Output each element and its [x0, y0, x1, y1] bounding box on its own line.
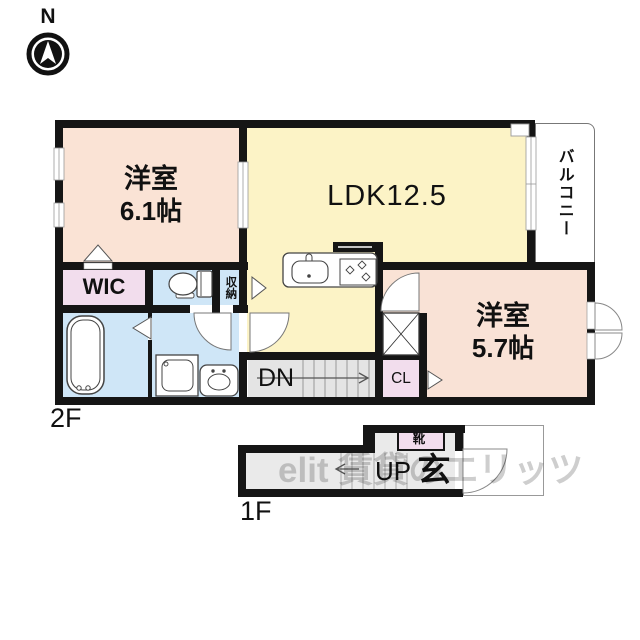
stairs-down-label: DN [257, 364, 295, 392]
closet-floor [383, 360, 419, 397]
wall [238, 445, 246, 497]
floor2-label: 2F [50, 402, 82, 433]
storage-floor [220, 270, 239, 305]
wall [239, 120, 247, 162]
wall [419, 360, 427, 397]
bedroom2-floor [419, 270, 587, 397]
wall [587, 328, 595, 335]
ldk-label: LDK12.5 [327, 179, 447, 212]
wall [55, 397, 595, 405]
wall [375, 242, 383, 360]
wall [55, 120, 535, 128]
wall [238, 489, 463, 497]
wall [233, 305, 248, 313]
wall [419, 313, 427, 355]
bedroom2-label: 洋室 5.7帖 [471, 301, 535, 363]
wall [363, 425, 465, 433]
wall [239, 352, 247, 405]
wall [55, 305, 190, 313]
wall [527, 230, 535, 270]
wall [455, 425, 463, 451]
wall [212, 262, 220, 313]
bedroom1-label: 洋室 6.1帖 [119, 164, 183, 226]
ldk-floor [247, 128, 527, 262]
north-arrow-icon [26, 32, 70, 76]
wall [148, 313, 152, 318]
wall [240, 352, 427, 360]
wall [145, 262, 153, 313]
bathroom-floor [63, 313, 148, 397]
wall [587, 262, 595, 302]
shoe-box [397, 431, 445, 451]
ldk-corridor-floor [247, 262, 375, 352]
stairs-up-label: UP [374, 455, 412, 486]
floor1-hall [363, 453, 375, 489]
closet-label: CL [391, 369, 411, 387]
wall [239, 228, 247, 312]
balcony-label: バルコニー [555, 148, 573, 238]
wall [527, 120, 535, 137]
wall [373, 262, 595, 270]
storage-label: 収納 [224, 275, 237, 299]
entrance-label: 玄 [417, 451, 451, 489]
wall [587, 358, 595, 405]
bedroom1-floor [63, 128, 239, 262]
watermark: elit 賃貸のエリッツ [278, 451, 584, 490]
toilet-floor [153, 270, 212, 305]
floor1-label: 1F [240, 495, 272, 526]
wall [238, 445, 375, 453]
wic-floor [63, 270, 145, 305]
washroom-floor [152, 313, 239, 397]
balcony-area [535, 123, 595, 263]
shoe-box-label: 靴 [412, 431, 426, 446]
wall [375, 360, 383, 397]
compass-label: N [40, 5, 56, 29]
wic-label: WIC [82, 274, 126, 300]
bedroom2-door-recess [383, 270, 419, 313]
pipe-space [382, 312, 420, 356]
wall [148, 340, 152, 397]
